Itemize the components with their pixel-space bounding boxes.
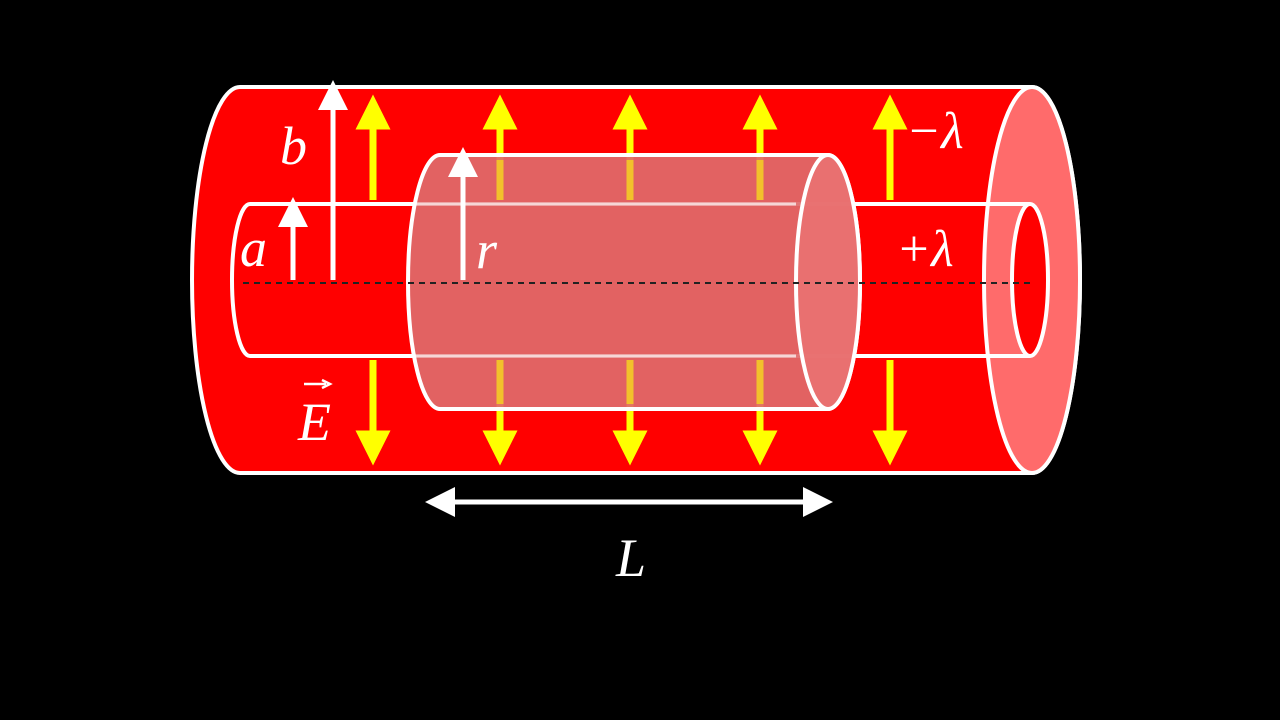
label-plus-lambda: +λ — [896, 221, 954, 278]
label-length: L — [615, 528, 646, 588]
label-minus-lambda: −λ — [906, 103, 964, 160]
label-b: b — [280, 116, 307, 176]
label-field: E — [297, 378, 333, 452]
radius-arrows — [278, 80, 478, 280]
label-a: a — [240, 218, 267, 278]
label-r: r — [476, 220, 498, 280]
label-e: E — [297, 392, 331, 452]
inner-hole-face — [1010, 202, 1050, 358]
